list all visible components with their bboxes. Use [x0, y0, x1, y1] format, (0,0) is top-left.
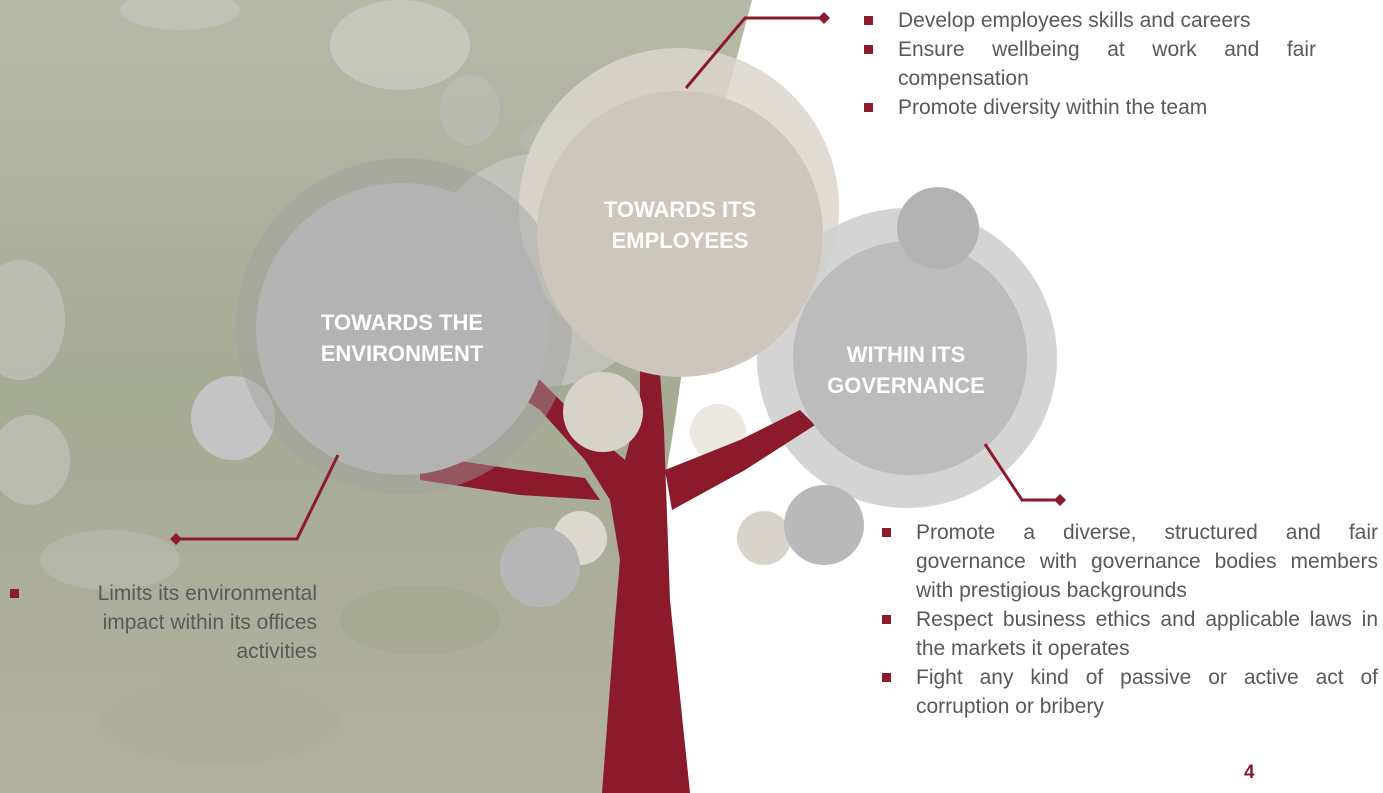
environment-connector [178, 454, 340, 541]
connector-lines [178, 16, 1058, 541]
tree-trunk [420, 330, 815, 793]
employees-points: Develop employees skills and careers Ens… [862, 6, 1316, 122]
environment-circle-label: TOWARDS THE ENVIRONMENT [320, 310, 484, 366]
employees-point: Ensure wellbeing at work and fair compen… [862, 35, 1316, 93]
environment-point: Limits its environmental impact within i… [5, 579, 317, 666]
employees-connector [684, 16, 823, 89]
employees-point: Promote diversity within the team [862, 93, 1316, 122]
page-number: 4 [1244, 762, 1255, 783]
governance-point: Fight any kind of passive or active act … [880, 663, 1378, 721]
employees-circle-label: TOWARDS ITS EMPLOYEES [603, 197, 757, 253]
employees-point: Develop employees skills and careers [862, 6, 1316, 35]
governance-connector [983, 443, 1058, 502]
governance-points: Promote a diverse, structured and fair g… [880, 518, 1378, 721]
governance-circle-label: WITHIN ITS GOVERNANCE [827, 342, 985, 398]
circles [236, 91, 1027, 607]
connector-diamonds [170, 12, 1066, 545]
environment-points: Limits its environmental impact within i… [5, 579, 317, 666]
governance-point: Respect business ethics and applicable l… [880, 605, 1378, 663]
governance-point: Promote a diverse, structured and fair g… [880, 518, 1378, 605]
